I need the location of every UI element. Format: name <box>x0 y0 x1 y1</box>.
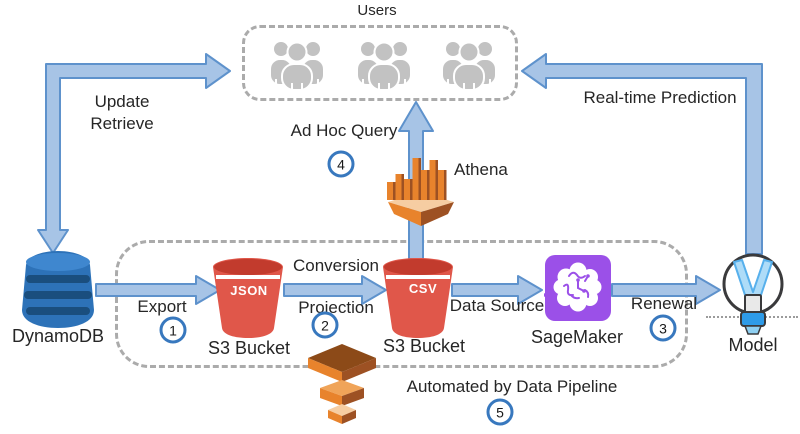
step-circle-2: 2 <box>311 311 339 339</box>
users-icon <box>356 40 412 90</box>
step-circle-1: 1 <box>159 316 187 344</box>
automated-pipeline-label: Automated by Data Pipeline <box>406 377 618 396</box>
s3-bucket-json-icon <box>213 258 283 338</box>
dynamodb-icon <box>22 251 94 328</box>
projection-label: Projection <box>298 298 374 317</box>
s3-csv-label: S3 Bucket <box>382 336 466 356</box>
step-circle-4: 4 <box>327 150 355 178</box>
athena-label: Athena <box>454 160 508 179</box>
s3-json-badge: JSON <box>230 283 268 298</box>
data-pipeline-icon <box>308 344 376 424</box>
update-retrieve-arrow <box>37 53 231 254</box>
users-title: Users <box>357 2 397 19</box>
model-bulb-icon <box>722 253 784 335</box>
renewal-label: Renewal <box>630 294 698 313</box>
conversion-label: Conversion <box>293 256 379 275</box>
retrieve-label: Retrieve <box>90 114 154 133</box>
s3-csv-badge: CSV <box>408 281 438 296</box>
s3-bucket-csv-icon <box>383 258 453 338</box>
realtime-prediction-label: Real-time Prediction <box>583 88 737 107</box>
users-icon <box>269 40 325 90</box>
realtime-prediction-arrow <box>521 53 763 255</box>
sagemaker-label: SageMaker <box>530 327 624 347</box>
update-retrieve-label: Update Retrieve <box>90 91 153 135</box>
step-circle-3: 3 <box>649 314 677 342</box>
sagemaker-icon <box>544 255 611 321</box>
s3-json-label: S3 Bucket <box>207 338 291 358</box>
model-label: Model <box>728 335 778 355</box>
athena-icon <box>387 158 454 226</box>
step-circle-5: 5 <box>486 398 514 426</box>
export-label: Export <box>137 297 187 316</box>
dynamodb-label: DynamoDB <box>11 326 105 346</box>
users-group-box <box>242 25 518 101</box>
data-source-label: Data Source <box>449 296 545 315</box>
users-icon <box>441 40 497 90</box>
update-label: Update <box>94 92 150 111</box>
adhoc-query-label: Ad Hoc Query <box>290 121 398 140</box>
